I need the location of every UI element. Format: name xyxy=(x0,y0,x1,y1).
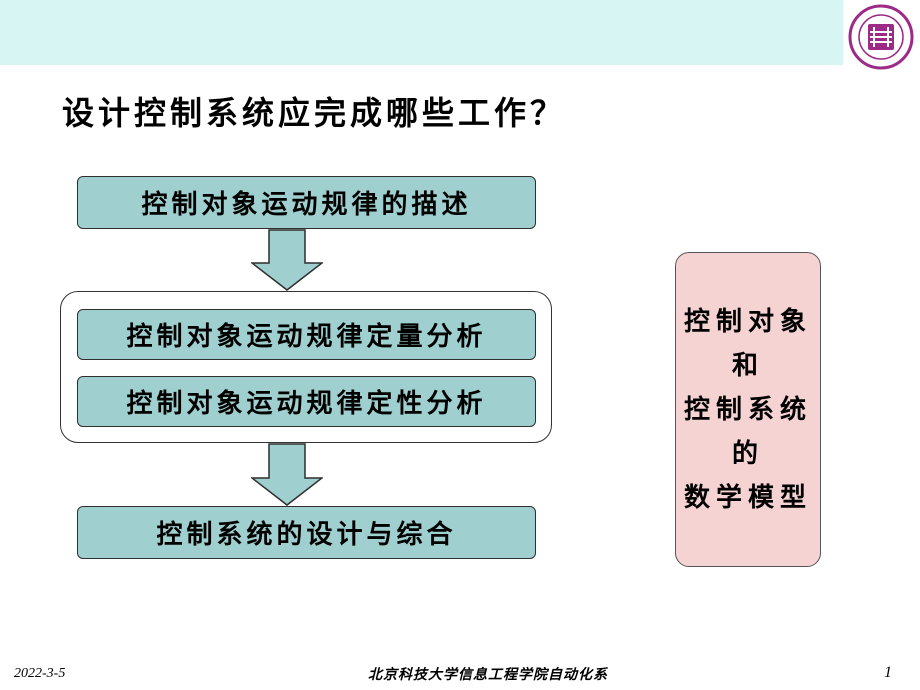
step-description-box: 控制对象运动规律的描述 xyxy=(77,176,536,229)
step-description-label: 控制对象运动规律的描述 xyxy=(141,190,472,220)
down-arrow-icon xyxy=(251,229,323,291)
footer-institution: 北京科技大学信息工程学院自动化系 xyxy=(368,667,608,683)
step-qualitative-box: 控制对象运动规律定性分析 xyxy=(77,376,536,427)
mathematical-model-panel: 控制对象 和 控制系统 的 数学模型 xyxy=(675,252,821,567)
side-line-5: 数学模型 xyxy=(683,482,812,513)
side-line-4: 的 xyxy=(731,438,764,469)
page-number: 1 xyxy=(884,664,892,681)
down-arrow-icon xyxy=(251,443,323,506)
side-line-1: 控制对象 xyxy=(683,306,812,337)
step-quantitative-box: 控制对象运动规律定量分析 xyxy=(77,309,536,360)
step-quantitative-label: 控制对象运动规律定量分析 xyxy=(126,322,487,352)
header-band xyxy=(0,0,843,65)
university-logo xyxy=(848,4,914,70)
step-design-box: 控制系统的设计与综合 xyxy=(77,506,536,559)
step-design-label: 控制系统的设计与综合 xyxy=(156,520,457,550)
side-line-2: 和 xyxy=(731,350,764,381)
side-line-3: 控制系统 xyxy=(683,394,812,425)
step-qualitative-label: 控制对象运动规律定性分析 xyxy=(126,389,487,419)
page-title: 设计控制系统应完成哪些工作？ xyxy=(62,94,567,132)
footer-date: 2022-3-5 xyxy=(14,666,66,681)
